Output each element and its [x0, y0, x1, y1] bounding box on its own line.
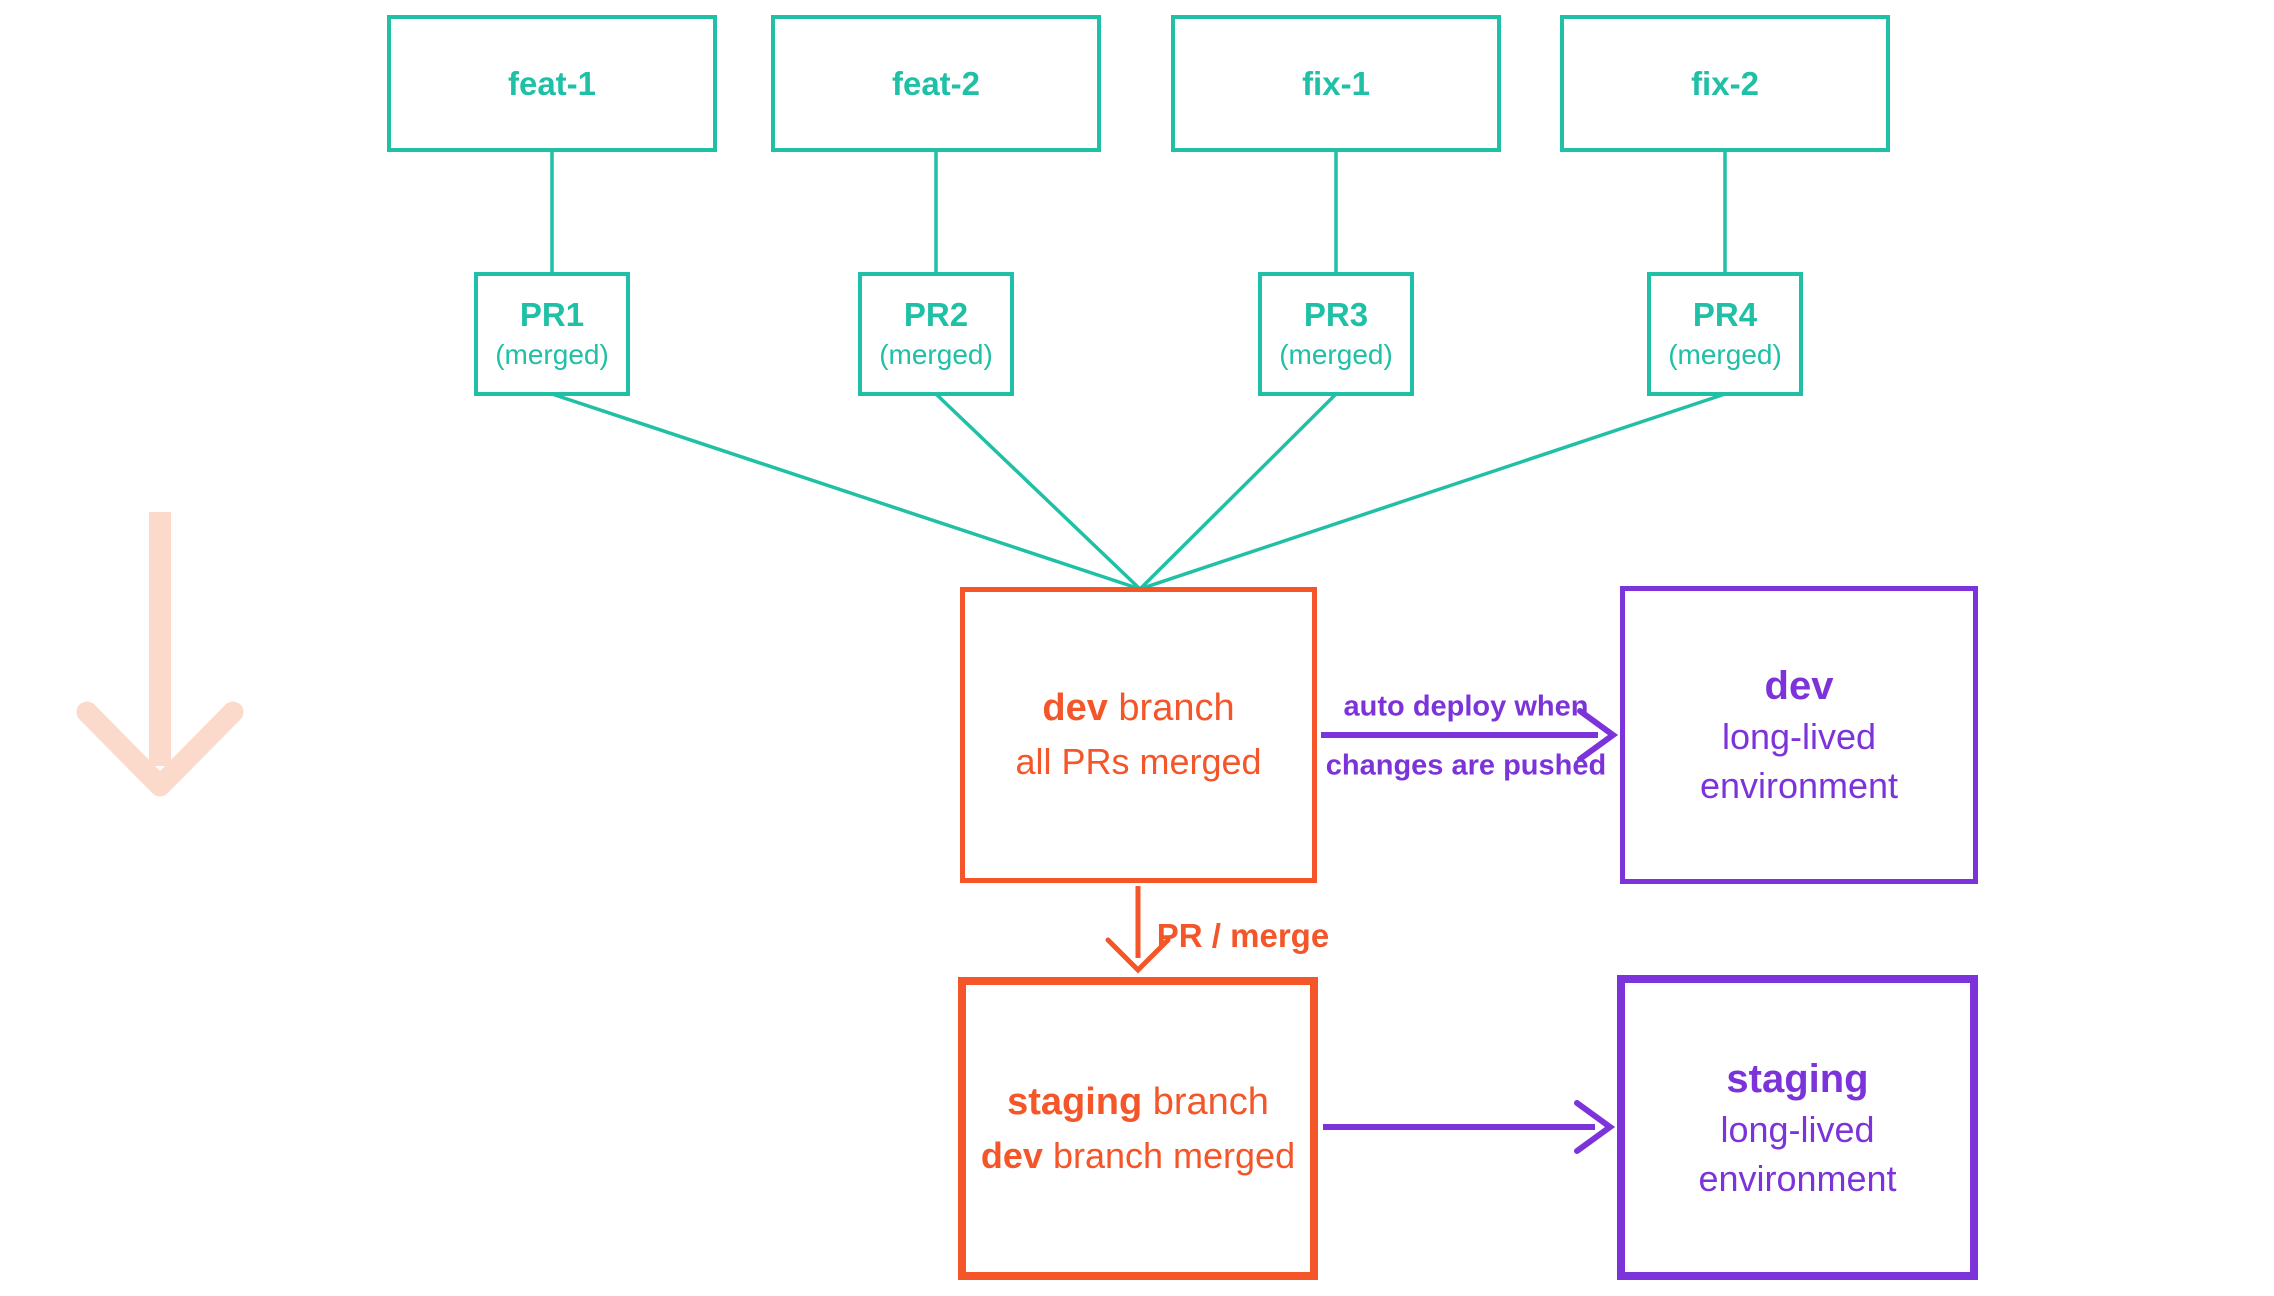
pr-status: (merged): [1668, 339, 1782, 371]
node-label: fix-1: [1302, 64, 1370, 102]
node-pr-3: PR3 (merged): [1258, 272, 1414, 396]
edge-label-auto-deploy-line2: changes are pushed: [1325, 749, 1607, 782]
node-label: feat-1: [507, 64, 597, 102]
pr-title: PR4: [1692, 296, 1758, 334]
env-title: dev: [1764, 664, 1834, 709]
node-pr-2: PR2 (merged): [858, 272, 1014, 396]
node-title-bold: dev: [1042, 687, 1108, 730]
down-arrow-icon: [76, 512, 244, 797]
node-subtitle: dev branch merged: [981, 1130, 1295, 1182]
node-pr-4: PR4 (merged): [1647, 272, 1803, 396]
pr-status: (merged): [495, 339, 609, 371]
node-staging-environment: staging long-lived environment: [1617, 975, 1978, 1280]
pr-status: (merged): [1279, 339, 1393, 371]
edge-pr3-dev: [1138, 392, 1338, 591]
node-feat-1: feat-1: [387, 15, 717, 152]
node-title: staging branch: [1007, 1075, 1269, 1130]
edge-pr2-dev: [934, 392, 1142, 591]
node-fix-1: fix-1: [1171, 15, 1501, 152]
edge-dev-staging-arrow: [1105, 886, 1171, 974]
env-line-2: environment: [1698, 1157, 1897, 1199]
pr-title: PR1: [519, 296, 585, 334]
env-line-2: environment: [1699, 765, 1899, 806]
node-dev-branch: dev branch all PRs merged: [960, 587, 1317, 883]
edge-label-pr-merge: PR / merge: [1156, 917, 1330, 954]
node-title: dev branch: [1042, 681, 1234, 736]
node-staging-branch: staging branch dev branch merged: [958, 977, 1318, 1280]
node-title-rest: branch: [1142, 1080, 1269, 1123]
env-line-1: long-lived: [1721, 716, 1877, 758]
node-title-bold: staging: [1007, 1080, 1143, 1123]
edge-label-auto-deploy-line1: auto deploy when: [1343, 690, 1589, 723]
pr-status: (merged): [879, 339, 993, 371]
pr-title: PR3: [1303, 296, 1369, 334]
env-title: staging: [1726, 1056, 1869, 1101]
node-subtitle: all PRs merged: [1015, 741, 1262, 783]
edge-pr4-dev: [1139, 392, 1726, 591]
node-pr-1: PR1 (merged): [474, 272, 630, 396]
edge-pr1-dev: [551, 392, 1141, 591]
node-dev-environment: dev long-lived environment: [1620, 586, 1978, 884]
node-label: fix-2: [1691, 64, 1759, 102]
node-subtitle-rest: branch merged: [1042, 1134, 1296, 1176]
node-fix-2: fix-2: [1560, 15, 1890, 152]
node-subtitle-bold: dev: [980, 1134, 1043, 1176]
node-title-rest: branch: [1107, 687, 1235, 730]
node-label: feat-2: [891, 64, 981, 102]
env-line-1: long-lived: [1720, 1108, 1875, 1150]
edge-staging-deploy-arrow: [1323, 1100, 1616, 1154]
pr-title: PR2: [903, 296, 969, 334]
node-feat-2: feat-2: [771, 15, 1101, 152]
edge-dev-deploy-arrow: [1321, 708, 1619, 762]
